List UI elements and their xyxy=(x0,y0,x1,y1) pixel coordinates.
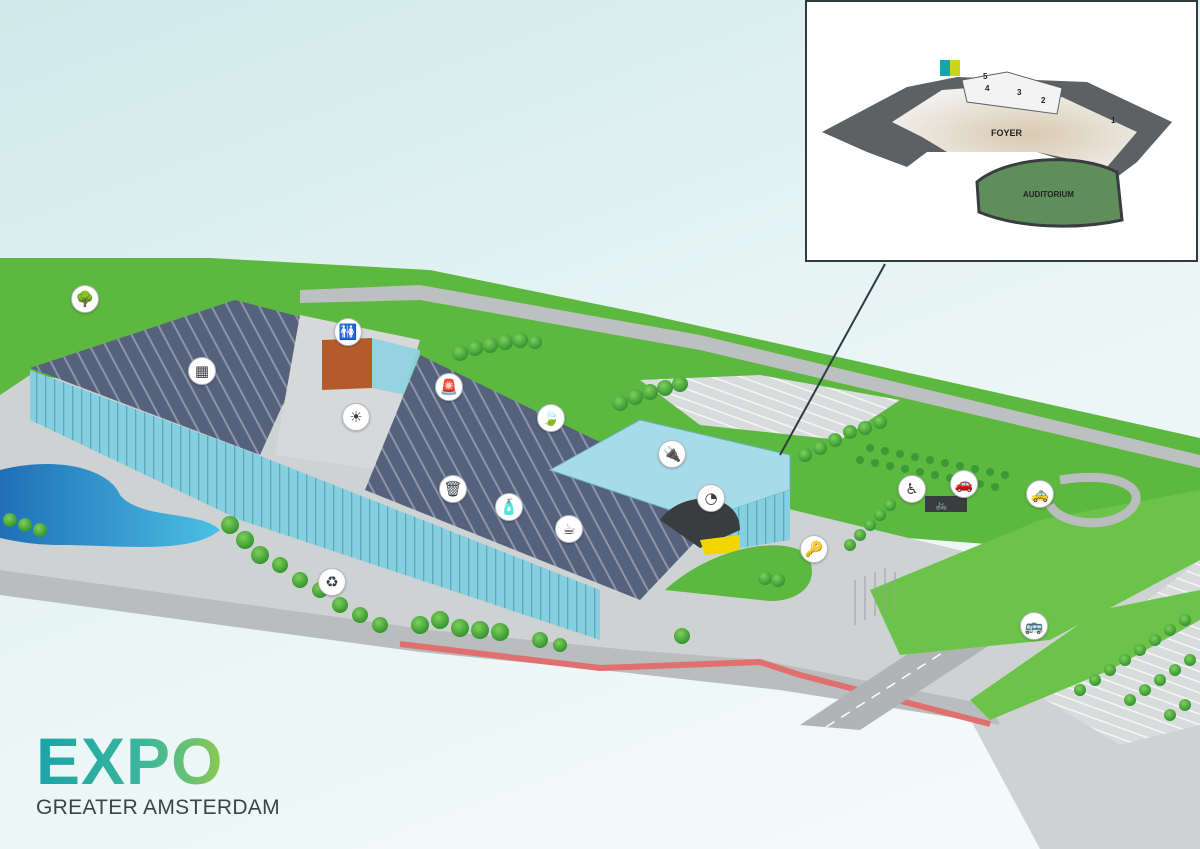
auditorium-label: AUDITORIUM xyxy=(1023,190,1074,199)
east-lawn xyxy=(870,490,1200,655)
bottle-icon[interactable]: 🧴 xyxy=(495,493,523,521)
brick-tower xyxy=(322,338,372,390)
lake xyxy=(0,464,220,547)
electric-car-icon[interactable]: 🚗 xyxy=(950,470,978,498)
alarm-light-icon[interactable]: 🚨 xyxy=(435,373,463,401)
taxi-icon[interactable]: 🚕 xyxy=(1026,480,1054,508)
solar-panel-icon[interactable]: ▦ xyxy=(188,357,216,385)
logo-wordmark: EXPO xyxy=(36,728,280,794)
wheelchair-icon[interactable]: ♿ xyxy=(898,475,926,503)
solar-roof-west xyxy=(30,300,320,455)
entrance-canopy xyxy=(700,535,740,555)
leaf-icon[interactable]: 🍃 xyxy=(537,404,565,432)
east-lawn-2 xyxy=(970,590,1200,720)
flag-poles xyxy=(854,568,896,625)
floor-plan-inset: 5 4 3 2 1 FOYER AUDITORIUM xyxy=(805,0,1198,262)
auditorium-area xyxy=(975,158,1124,228)
solar-roof-central xyxy=(365,355,730,600)
sun-icon[interactable]: ☀ xyxy=(342,403,370,431)
foyer-label: FOYER xyxy=(991,128,1023,138)
svg-text:🚲: 🚲 xyxy=(935,500,947,511)
room-block xyxy=(961,71,1063,115)
hall-west-front xyxy=(240,448,600,640)
walkway xyxy=(0,570,1000,725)
hall-west-facade xyxy=(30,370,240,520)
plug-leaf-icon[interactable]: 🔌 xyxy=(658,440,686,468)
key-icon[interactable]: 🔑 xyxy=(800,535,828,563)
floor-plan-drawing xyxy=(822,60,1172,228)
expo-logo: EXPO GREATER AMSTERDAM xyxy=(36,728,280,820)
room-5-label: 5 xyxy=(983,72,988,81)
brick-tower-side xyxy=(372,338,420,398)
logo-subtitle: GREATER AMSTERDAM xyxy=(36,796,280,819)
room-3-label: 3 xyxy=(1017,88,1022,97)
recycle-icon[interactable]: ♻ xyxy=(318,568,346,596)
restroom-sign xyxy=(940,60,950,76)
restroom-icon[interactable]: 🚻 xyxy=(334,318,362,346)
auditorium-dome xyxy=(660,498,740,548)
coffee-cup-icon[interactable]: ☕ xyxy=(555,515,583,543)
bus-icon[interactable]: 🚌 xyxy=(1020,612,1048,640)
bike-parking xyxy=(925,496,967,512)
loop-road xyxy=(1045,472,1141,528)
front-lawn xyxy=(665,545,812,601)
room-2-label: 2 xyxy=(1041,96,1046,105)
gauge-icon[interactable]: ◔ xyxy=(697,484,725,512)
foyer-area xyxy=(892,87,1137,167)
room-1-label: 1 xyxy=(1111,116,1116,125)
tree-icon[interactable]: 🌳 xyxy=(71,285,99,313)
room-4-label: 4 xyxy=(985,84,990,93)
waste-bin-icon[interactable]: 🗑 xyxy=(439,475,467,503)
